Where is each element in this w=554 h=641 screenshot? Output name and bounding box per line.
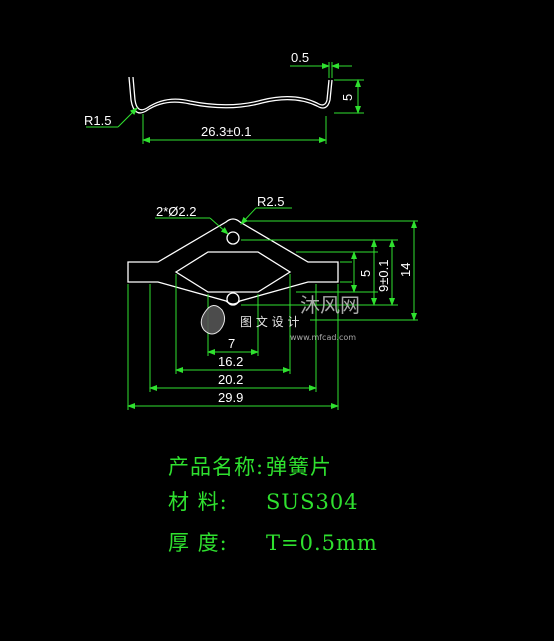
watermark-logo-icon: [200, 305, 226, 335]
holes-label: 2*Ø2.2: [156, 204, 196, 219]
dim-side-height: [334, 79, 364, 114]
dim-7-label: 7: [228, 336, 235, 351]
top-radius-label: R2.5: [257, 194, 284, 209]
dim-9-label: 9±0.1: [376, 260, 391, 292]
dim-top-horizontals: [127, 274, 339, 410]
dim-side-length: [142, 114, 327, 144]
hole-bottom: [226, 292, 240, 306]
dim-side-radius: [86, 107, 138, 128]
watermark: 图 文 设 计 沐风网 www.mfcad.com: [200, 293, 360, 342]
thickness-label: 厚 度:: [168, 531, 228, 555]
side-height-label: 5: [340, 94, 355, 101]
product-name-value: 弹簧片: [266, 455, 332, 479]
dim-top-radius: [240, 207, 292, 225]
dim-5-label: 5: [358, 270, 373, 277]
top-inner-cutout: [174, 251, 292, 293]
dim-holes: [155, 217, 229, 235]
dim-14-label: 14: [398, 263, 413, 277]
info-thickness: 厚 度: T=0.5mm: [168, 527, 378, 557]
side-view: 26.3±0.1 R1.5 0.5 5: [84, 50, 364, 144]
side-profile-inner: [132, 76, 330, 111]
dim-29-9-label: 29.9: [218, 390, 243, 405]
material-label: 材 料:: [168, 490, 228, 514]
dim-20-2-label: 20.2: [218, 372, 243, 387]
hole-top: [226, 231, 240, 245]
product-name-label: 产品名称:: [168, 455, 265, 479]
dim-top-verticals: [241, 220, 418, 321]
dim-16-2-label: 16.2: [218, 354, 243, 369]
side-length-label: 26.3±0.1: [201, 124, 252, 139]
side-profile-outer: [128, 76, 333, 114]
thickness-value: T=0.5mm: [266, 531, 378, 555]
watermark-brand-text: 沐风网: [300, 293, 360, 317]
side-radius-label: R1.5: [84, 113, 111, 128]
watermark-site-text: 图 文 设 计: [240, 314, 299, 329]
dim-side-thickness: [290, 62, 352, 78]
info-material: 材 料: SUS304: [168, 486, 359, 516]
top-view: 2*Ø2.2 R2.5 5 9±0.1 14: [127, 194, 418, 410]
watermark-sub-text: www.mfcad.com: [290, 333, 356, 342]
info-product-name: 产品名称:弹簧片: [168, 451, 332, 481]
side-thickness-label: 0.5: [291, 50, 309, 65]
material-value: SUS304: [266, 490, 359, 514]
